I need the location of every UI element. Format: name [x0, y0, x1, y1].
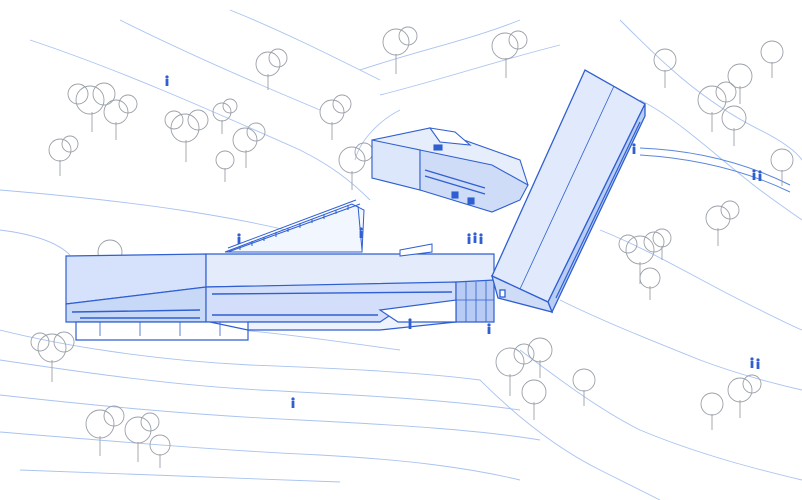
entrance-glazing [455, 279, 495, 323]
tree-icon [652, 228, 672, 260]
person-icon [473, 232, 477, 243]
diagonal-wing-ridge [519, 85, 615, 290]
tree-icon [491, 30, 528, 78]
tree-icon [495, 343, 535, 396]
upper-wing-front [419, 149, 529, 213]
tree-icon [572, 368, 596, 406]
tree-icon [212, 98, 238, 134]
contour-line [479, 379, 661, 500]
person-icon [750, 357, 754, 368]
contour-line [119, 19, 321, 111]
tree-icon [48, 135, 79, 176]
tree-icon [164, 109, 209, 162]
tree-icon [618, 231, 665, 284]
diagonal-wing-windows [555, 121, 641, 299]
contour-line [0, 431, 521, 481]
contour-line [354, 109, 401, 161]
person-icon [756, 358, 760, 369]
person-icon [237, 233, 241, 244]
person-icon [467, 233, 471, 244]
contour-line [359, 19, 521, 71]
contour-line [19, 469, 341, 483]
tree-icon [319, 94, 352, 140]
person-icon [632, 143, 636, 154]
contour-line [0, 394, 541, 441]
terrain-contours [0, 9, 802, 500]
contour-line [619, 19, 802, 161]
main-block [65, 253, 495, 341]
contour-line [0, 229, 71, 256]
tree-icon [700, 392, 724, 430]
person-icon [479, 233, 483, 244]
tree-icon [639, 267, 661, 300]
trees [30, 26, 794, 468]
tree-icon [255, 48, 288, 90]
tree-icon [232, 122, 266, 168]
tree-icon [103, 94, 138, 140]
upper-wing-rooftop [428, 127, 472, 146]
tree-icon [770, 148, 794, 186]
person-icon [752, 169, 756, 180]
courtyard-elements [399, 243, 433, 257]
tree-icon [521, 379, 547, 420]
footpath-edge [639, 147, 791, 186]
contour-line [0, 359, 521, 411]
tree-icon [382, 26, 418, 74]
entrance-mullions [456, 281, 494, 322]
tree-icon [653, 48, 677, 88]
upper-wing-windows [424, 169, 486, 195]
contour-line [239, 329, 401, 351]
ramp-rail [227, 203, 361, 253]
footpath [639, 147, 791, 193]
person-icon [408, 318, 412, 329]
tree-icon [705, 200, 740, 246]
tree-icon [338, 142, 374, 190]
contour-line [639, 99, 802, 221]
ramp-balusters [239, 205, 349, 250]
main-block-plinth [75, 321, 249, 341]
tree-icon [124, 412, 160, 462]
person-icon [487, 323, 491, 334]
main-block-columns [99, 322, 221, 336]
contour-line [229, 9, 381, 81]
person-icon [758, 170, 762, 181]
ramp-rail [227, 199, 357, 249]
contour-line [519, 349, 802, 481]
tree-icon [85, 405, 125, 456]
entrance-canopy [378, 299, 457, 323]
contour-line [599, 229, 802, 331]
contour-line [379, 44, 561, 96]
tree-icon [215, 150, 235, 182]
footpath-edge [639, 154, 791, 193]
tree-icon [727, 374, 762, 418]
diagonal-wing [491, 69, 646, 314]
upper-wing-opening [433, 144, 443, 151]
upper-wing-opening [451, 191, 459, 199]
upper-wing [371, 127, 529, 213]
tree-icon [527, 337, 553, 378]
people [165, 75, 762, 408]
ramp-bridge [224, 199, 365, 253]
tree-icon [67, 82, 116, 132]
contour-line [0, 329, 481, 381]
upper-wing-opening [467, 197, 475, 205]
tree-icon [721, 105, 747, 146]
courtyard-wall [399, 243, 433, 257]
tree-icon [149, 434, 171, 468]
person-icon [291, 397, 295, 408]
person-icon [359, 227, 363, 238]
contour-line [29, 39, 371, 201]
main-block-windows [71, 291, 453, 319]
contour-line [559, 299, 802, 391]
diagonal-wing-door [499, 289, 506, 298]
person-icon [165, 75, 169, 86]
diagonal-wing-end [491, 274, 554, 313]
tree-icon [30, 331, 75, 382]
tree-icon [760, 40, 784, 78]
tree-icon [727, 63, 753, 104]
tree-icon [697, 81, 737, 132]
